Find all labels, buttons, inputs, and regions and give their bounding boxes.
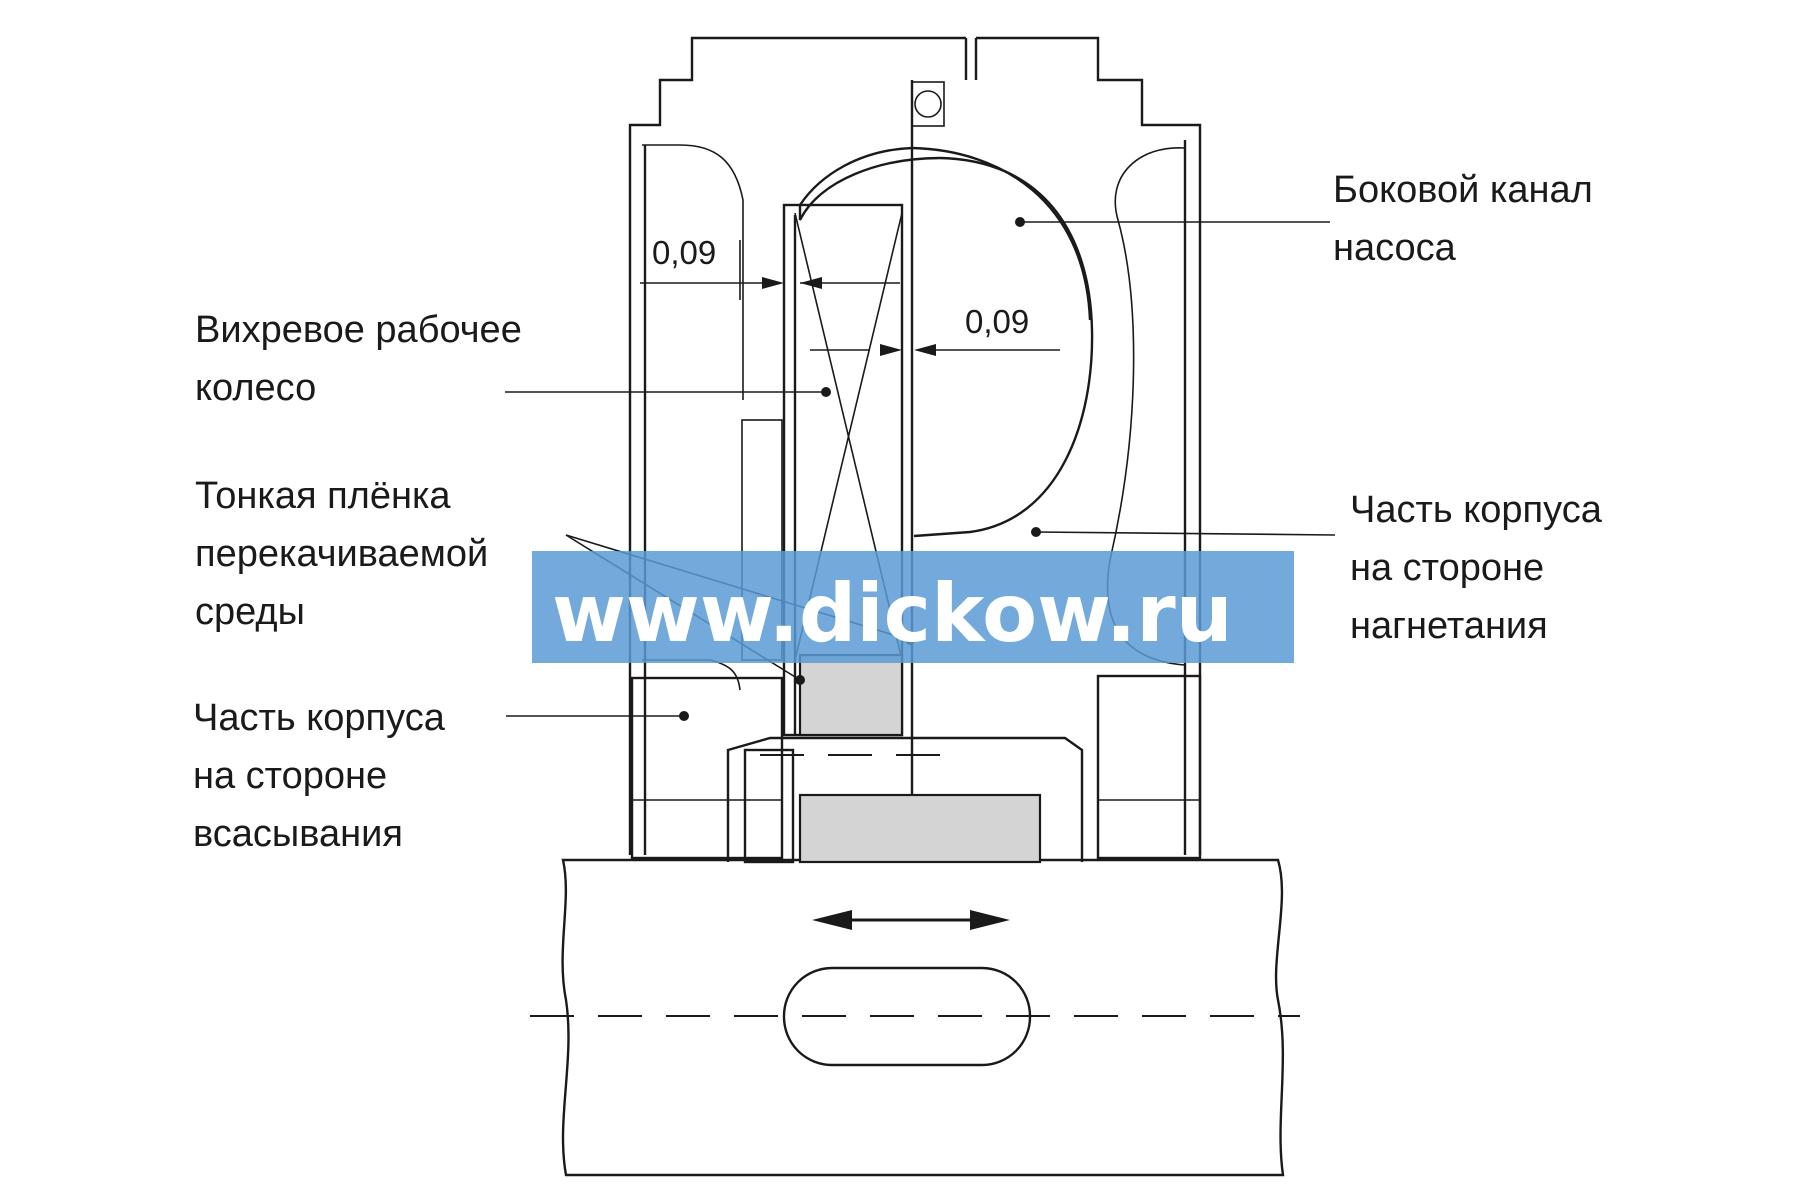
dim-gap-left: 0,09	[652, 234, 716, 271]
label-side-channel: Боковой канал насоса	[1333, 169, 1593, 269]
axial-arrow-icon	[812, 910, 1010, 930]
suction-ring	[630, 676, 784, 860]
hub-shaded	[798, 793, 1042, 864]
shaft	[530, 858, 1300, 1177]
suction-side-housing	[628, 36, 968, 860]
watermark-banner	[532, 551, 1294, 663]
label-film-line-3: среды	[195, 591, 305, 633]
dim-gap-right: 0,09	[965, 303, 1029, 340]
label-suction-line-2: на стороне	[193, 755, 387, 797]
label-impeller-line-2: колесо	[195, 367, 316, 409]
label-film: Тонкая плёнка перекачиваемой среды	[195, 475, 488, 633]
watermark: www.dickow.ru	[532, 551, 1294, 663]
label-side-channel-line-1: Боковой канал	[1333, 169, 1593, 211]
dimension-left: 0,09	[640, 234, 900, 300]
label-film-line-1: Тонкая плёнка	[195, 475, 451, 517]
label-discharge-line-2: на стороне	[1350, 547, 1544, 589]
label-film-line-2: перекачиваемой	[195, 533, 488, 575]
dimension-right: 0,09	[810, 303, 1060, 356]
label-suction-line-3: всасывания	[193, 813, 403, 855]
label-suction-housing: Часть корпуса на стороне всасывания	[193, 697, 446, 855]
impeller-hub-shaded	[798, 653, 904, 737]
label-impeller: Вихревое рабочее колесо	[195, 309, 522, 409]
label-discharge-line-1: Часть корпуса	[1350, 489, 1603, 531]
label-discharge-housing: Часть корпуса на стороне нагнетания	[1350, 489, 1603, 647]
o-ring	[911, 81, 945, 127]
label-side-channel-line-2: насоса	[1333, 227, 1457, 269]
hub	[726, 736, 1084, 864]
label-suction-line-1: Часть корпуса	[193, 697, 446, 739]
watermark-text: www.dickow.ru	[552, 567, 1233, 660]
label-impeller-line-1: Вихревое рабочее	[195, 309, 522, 351]
label-discharge-line-3: нагнетания	[1350, 605, 1548, 647]
discharge-side-housing	[911, 36, 1202, 860]
